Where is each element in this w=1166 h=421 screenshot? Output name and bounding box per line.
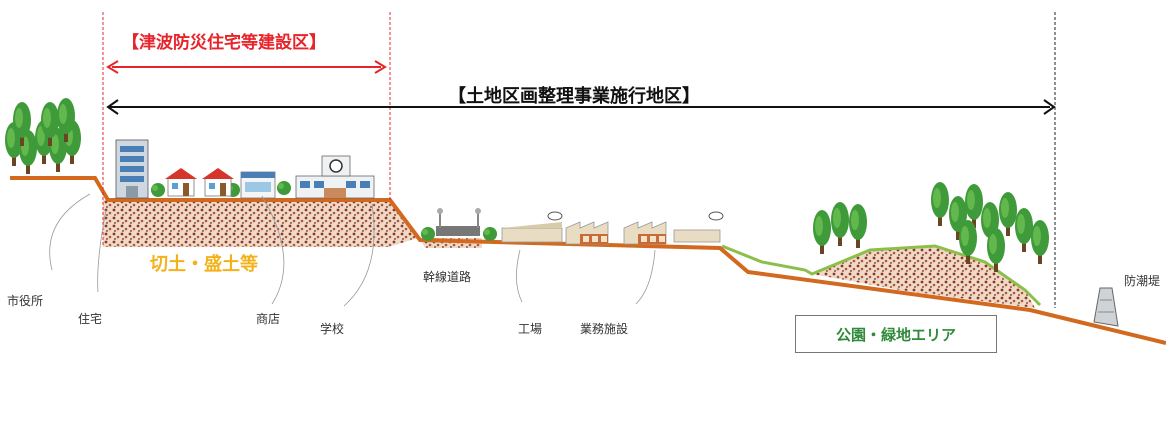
tsunami-zone-arrow	[106, 60, 387, 74]
seawall-label: 防潮堤	[1124, 274, 1161, 288]
land-readjustment-title: 【土地区画整理事業施行地区】	[448, 86, 700, 107]
office-building-icon	[115, 139, 149, 199]
cut-fill-label: 切土・盛土等	[150, 254, 258, 275]
leader-lines	[49, 193, 656, 307]
housing-label: 住宅	[78, 312, 103, 326]
trunk-road-label: 幹線道路	[423, 270, 472, 284]
shops-label: 商店	[256, 312, 281, 326]
tree-icon	[5, 98, 81, 174]
ground-line	[10, 176, 1166, 345]
house-icon	[164, 167, 235, 197]
factory-icon	[501, 211, 724, 245]
green-slope	[721, 244, 1042, 307]
school-icon	[295, 155, 375, 199]
shop-icon	[240, 171, 276, 199]
seawall-icon	[1093, 287, 1119, 327]
business-label: 業務施設	[580, 322, 629, 336]
cut-fill-soil	[103, 200, 418, 247]
city-hall-label: 市役所	[7, 294, 44, 308]
factory-label: 工場	[518, 322, 543, 336]
land-readjustment-arrow	[106, 99, 1056, 115]
trunk-road-icon	[421, 208, 497, 241]
tsunami-zone-title: 【津波防災住宅等建設区】	[122, 33, 326, 53]
park-area-label: 公園・緑地エリア	[795, 315, 997, 353]
school-label: 学校	[320, 322, 345, 336]
